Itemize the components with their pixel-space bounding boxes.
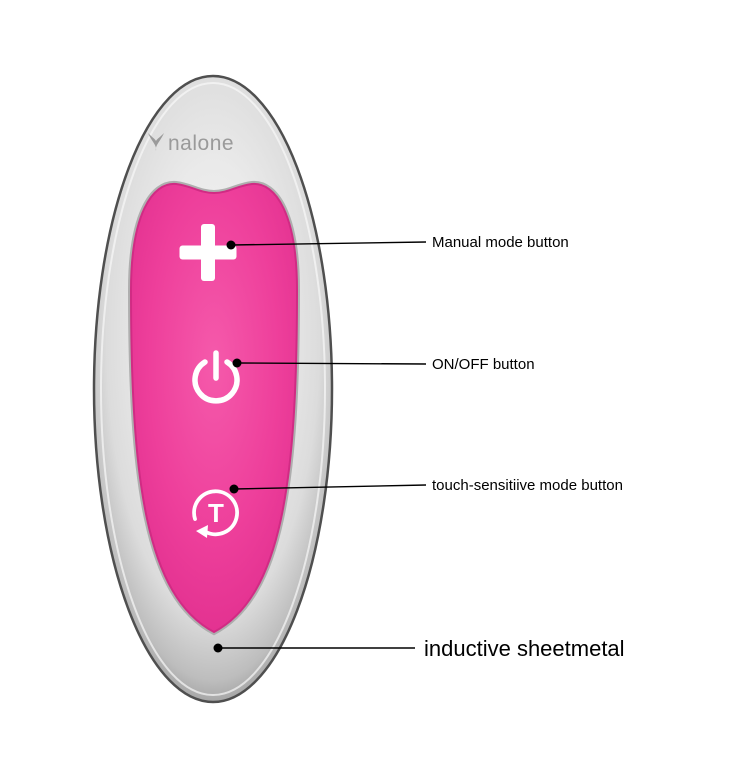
label-touch-mode-button: touch-sensitiive mode button <box>432 477 623 494</box>
touch-mode-button: T <box>192 489 239 538</box>
touch-rotate-icon: T <box>192 489 239 538</box>
callout-line-touch <box>233 484 427 490</box>
label-on-off-button: ON/OFF button <box>432 356 535 373</box>
brand-logo: nalone <box>148 132 234 155</box>
on-off-button <box>192 350 240 404</box>
plus-icon <box>179 224 237 281</box>
callout-line-manual <box>230 241 427 246</box>
label-manual-mode-button: Manual mode button <box>432 234 569 251</box>
label-inductive-sheetmetal: inductive sheetmetal <box>424 636 625 661</box>
callout-line-on-off <box>236 362 427 365</box>
manual-mode-button <box>179 224 237 281</box>
callout-on-off <box>232 358 427 368</box>
brand-text: nalone <box>168 132 234 155</box>
callout-sheetmetal <box>213 643 415 653</box>
device-body-highlight-rim <box>100 82 326 696</box>
brand-logo-icon <box>148 133 164 151</box>
power-icon <box>192 350 240 404</box>
pink-panel <box>129 182 299 634</box>
callout-manual-mode <box>226 240 427 250</box>
callout-touch-mode <box>229 484 427 494</box>
touch-button-letter: T <box>208 498 224 528</box>
